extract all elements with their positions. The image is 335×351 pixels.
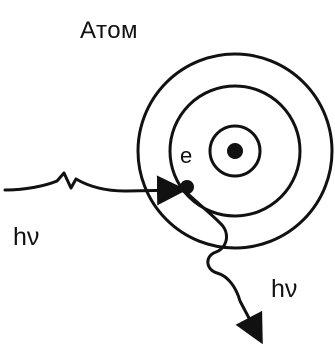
outgoing-photon-label: hν: [271, 275, 297, 303]
electron-dot: [180, 180, 194, 194]
incoming-photon-label: hν: [13, 223, 39, 251]
incoming-photon-wave: [5, 173, 181, 191]
electron-label: e: [180, 143, 192, 168]
diagram-title: Атом: [80, 17, 138, 44]
nucleus: [227, 143, 243, 159]
